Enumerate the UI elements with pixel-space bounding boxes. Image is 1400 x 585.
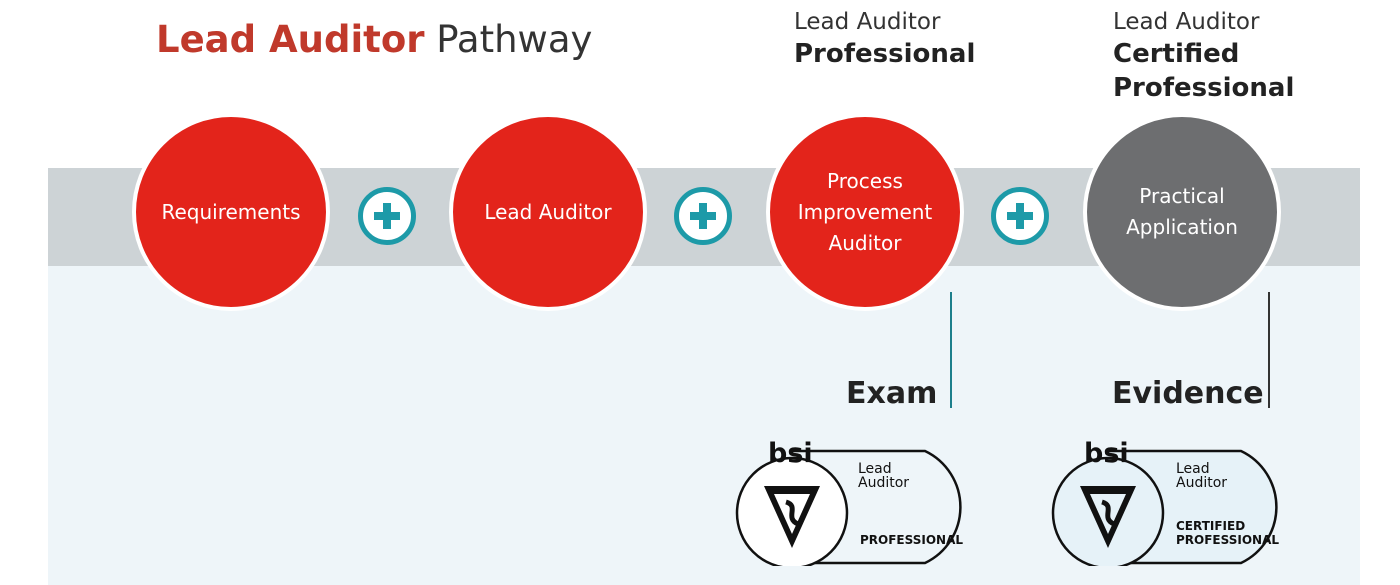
badge-professional-brand: bsi (768, 438, 813, 469)
header-professional: Lead Auditor Professional (794, 7, 975, 71)
step-practical-line-1: Practical (1139, 184, 1225, 208)
header-certified-bold-2: Professional (1113, 73, 1295, 103)
step-lead-auditor-label: Lead Auditor (484, 199, 612, 224)
step-practical-line-2: Application (1126, 215, 1238, 239)
step-requirements-label: Requirements (161, 199, 301, 224)
step-requirements: Requirements (132, 113, 330, 311)
badge-certified-level1: CERTIFIED (1176, 519, 1246, 533)
step-process-line-2: Improvement (797, 199, 933, 224)
page-title: Lead Auditor Pathway (156, 14, 592, 66)
evidence-connector-line (1268, 292, 1270, 408)
evidence-label: Evidence (1112, 376, 1264, 411)
exam-label: Exam (846, 376, 938, 411)
plus-icon (674, 187, 732, 245)
badge-certified-level2: PROFESSIONAL (1176, 533, 1280, 547)
badge-professional-line1: Lead (858, 461, 892, 477)
badge-outline (1051, 449, 1278, 566)
badge-certified-brand: bsi (1084, 438, 1129, 469)
header-professional-light: Lead Auditor (794, 9, 941, 35)
bsi-badge-certified: bsi Lead Auditor CERTIFIED PROFESSIONAL (1046, 436, 1306, 566)
header-certified-bold-1: Certified (1113, 39, 1240, 69)
header-certified: Lead Auditor Certified Professional (1113, 7, 1294, 105)
bsi-badge-professional: bsi Lead Auditor PROFESSIONAL (730, 436, 990, 566)
badge-outline (735, 449, 962, 566)
badge-certified-line1: Lead (1176, 461, 1210, 477)
title-rest: Pathway (424, 18, 593, 61)
step-process-line-3: Auditor (828, 230, 902, 255)
badge-professional-line2: Auditor (858, 475, 910, 491)
badge-certified-line2: Auditor (1176, 475, 1228, 491)
step-process-line-1: Process (827, 168, 903, 193)
plus-icon (358, 187, 416, 245)
step-process-improvement-auditor: Process Improvement Auditor (766, 113, 964, 311)
step-lead-auditor: Lead Auditor (449, 113, 647, 311)
header-certified-light: Lead Auditor (1113, 9, 1260, 35)
header-professional-bold: Professional (794, 39, 976, 69)
badge-professional-level: PROFESSIONAL (860, 533, 964, 547)
exam-connector-line (950, 292, 952, 408)
step-practical-application: Practical Application (1083, 113, 1281, 311)
title-accent: Lead Auditor (156, 18, 425, 61)
plus-icon (991, 187, 1049, 245)
